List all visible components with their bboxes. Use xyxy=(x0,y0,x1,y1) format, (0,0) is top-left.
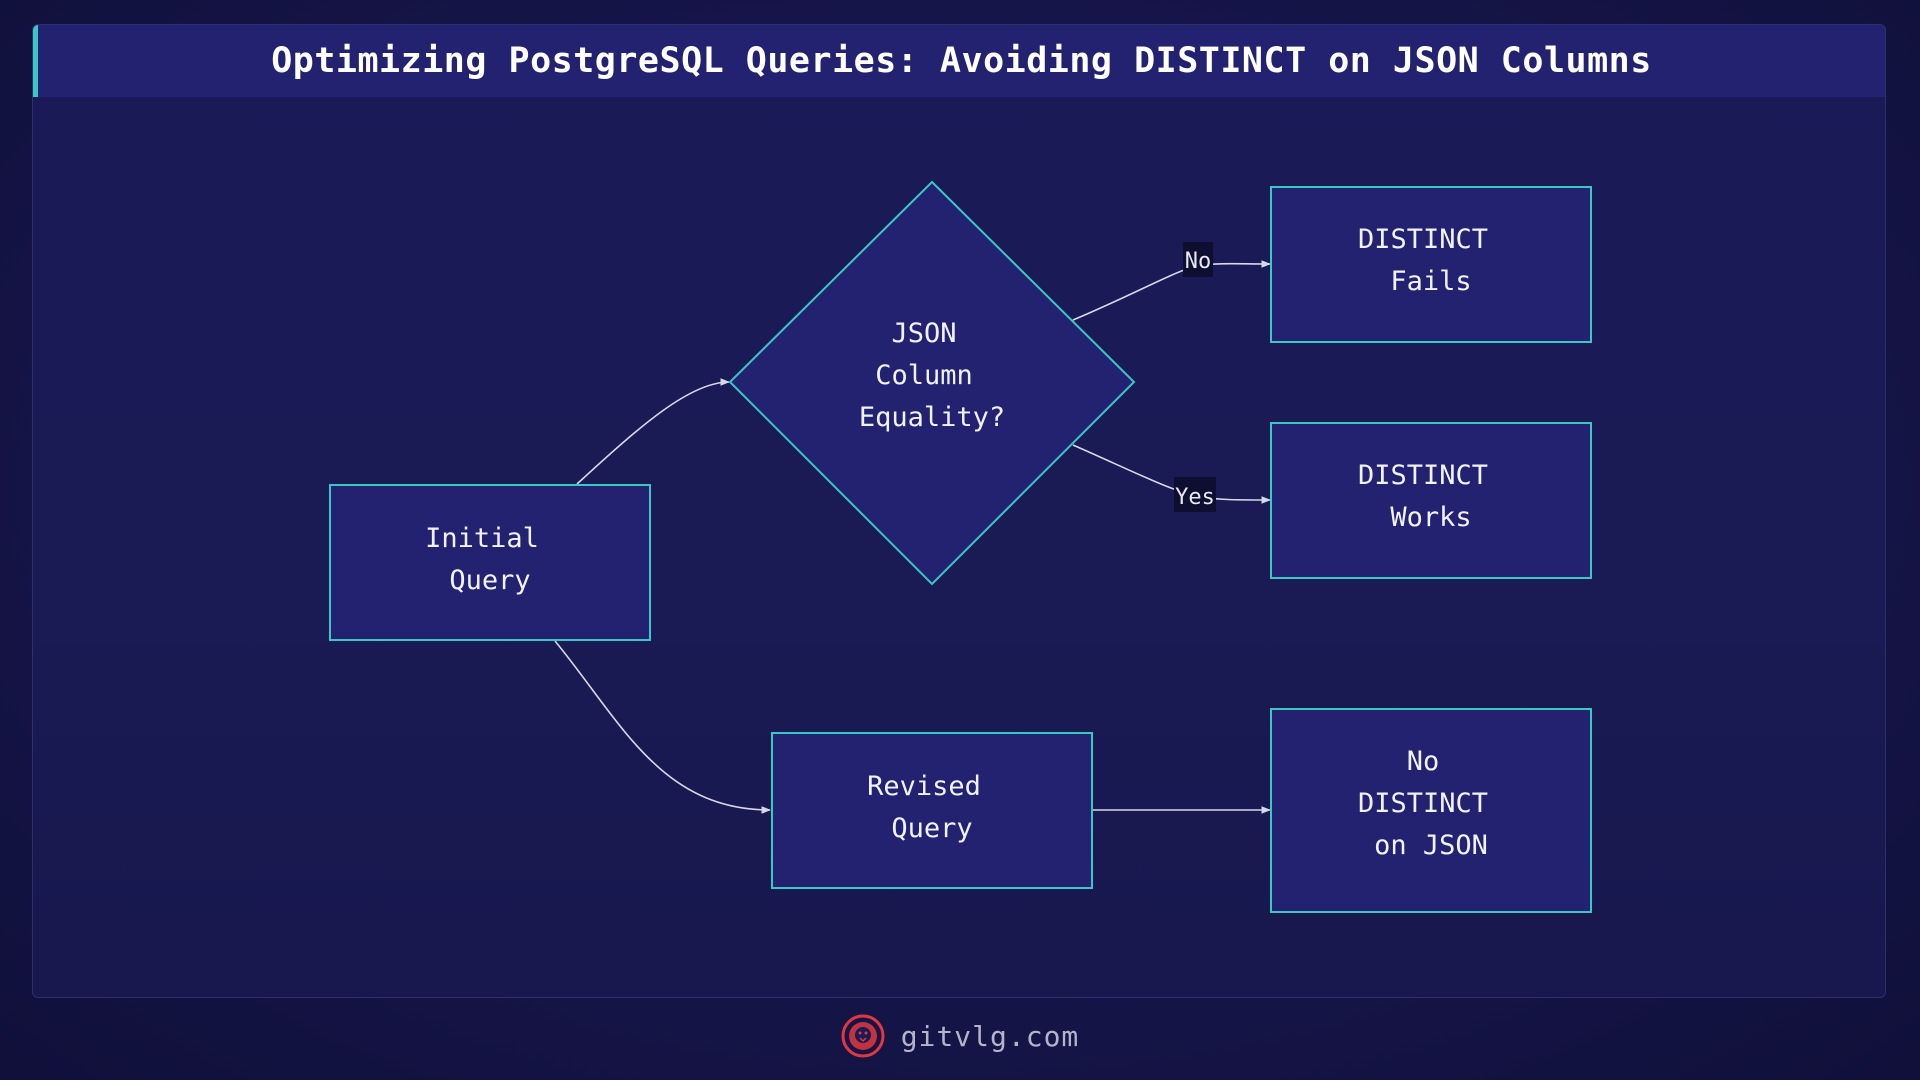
svg-text:Fails: Fails xyxy=(1390,266,1471,297)
edge-label-no: No xyxy=(1183,242,1213,277)
svg-text:DISTINCT: DISTINCT xyxy=(1358,788,1488,819)
svg-text:JSON: JSON xyxy=(891,318,956,349)
edge-initial-to-decision xyxy=(576,378,730,485)
footer: gitvlg.com xyxy=(0,1008,1920,1064)
svg-text:DISTINCT: DISTINCT xyxy=(1358,460,1488,491)
title-bar: Optimizing PostgreSQL Queries: Avoiding … xyxy=(33,25,1885,97)
svg-text:Revised: Revised xyxy=(867,771,981,802)
edge-initial-to-revised xyxy=(554,640,771,814)
svg-text:No: No xyxy=(1185,249,1212,274)
lion-logo-icon xyxy=(841,1014,885,1058)
node-initial-query: Initial Query xyxy=(329,484,651,641)
edge-label-yes: Yes xyxy=(1174,477,1216,512)
svg-text:No: No xyxy=(1407,746,1440,777)
node-json-column-equality: JSON Column Equality? xyxy=(728,180,1136,586)
page-title: Optimizing PostgreSQL Queries: Avoiding … xyxy=(271,41,1652,81)
svg-text:Works: Works xyxy=(1390,502,1471,533)
svg-text:DISTINCT: DISTINCT xyxy=(1358,224,1488,255)
svg-text:Initial: Initial xyxy=(425,523,539,554)
svg-text:Column: Column xyxy=(875,360,973,391)
node-no-distinct-on-json: No DISTINCT on JSON xyxy=(1270,708,1592,913)
svg-text:on JSON: on JSON xyxy=(1374,830,1488,861)
node-distinct-fails: DISTINCT Fails xyxy=(1270,186,1592,343)
svg-text:Query: Query xyxy=(891,813,972,844)
node-distinct-works: DISTINCT Works xyxy=(1270,422,1592,579)
svg-text:Query: Query xyxy=(449,565,530,596)
svg-text:Yes: Yes xyxy=(1175,485,1215,510)
node-revised-query: Revised Query xyxy=(771,732,1093,889)
svg-text:Equality?: Equality? xyxy=(859,402,1005,433)
footer-site-link[interactable]: gitvlg.com xyxy=(900,1019,1080,1053)
edge-decision-to-fails xyxy=(1072,260,1271,321)
edge-decision-to-works xyxy=(1072,444,1271,504)
